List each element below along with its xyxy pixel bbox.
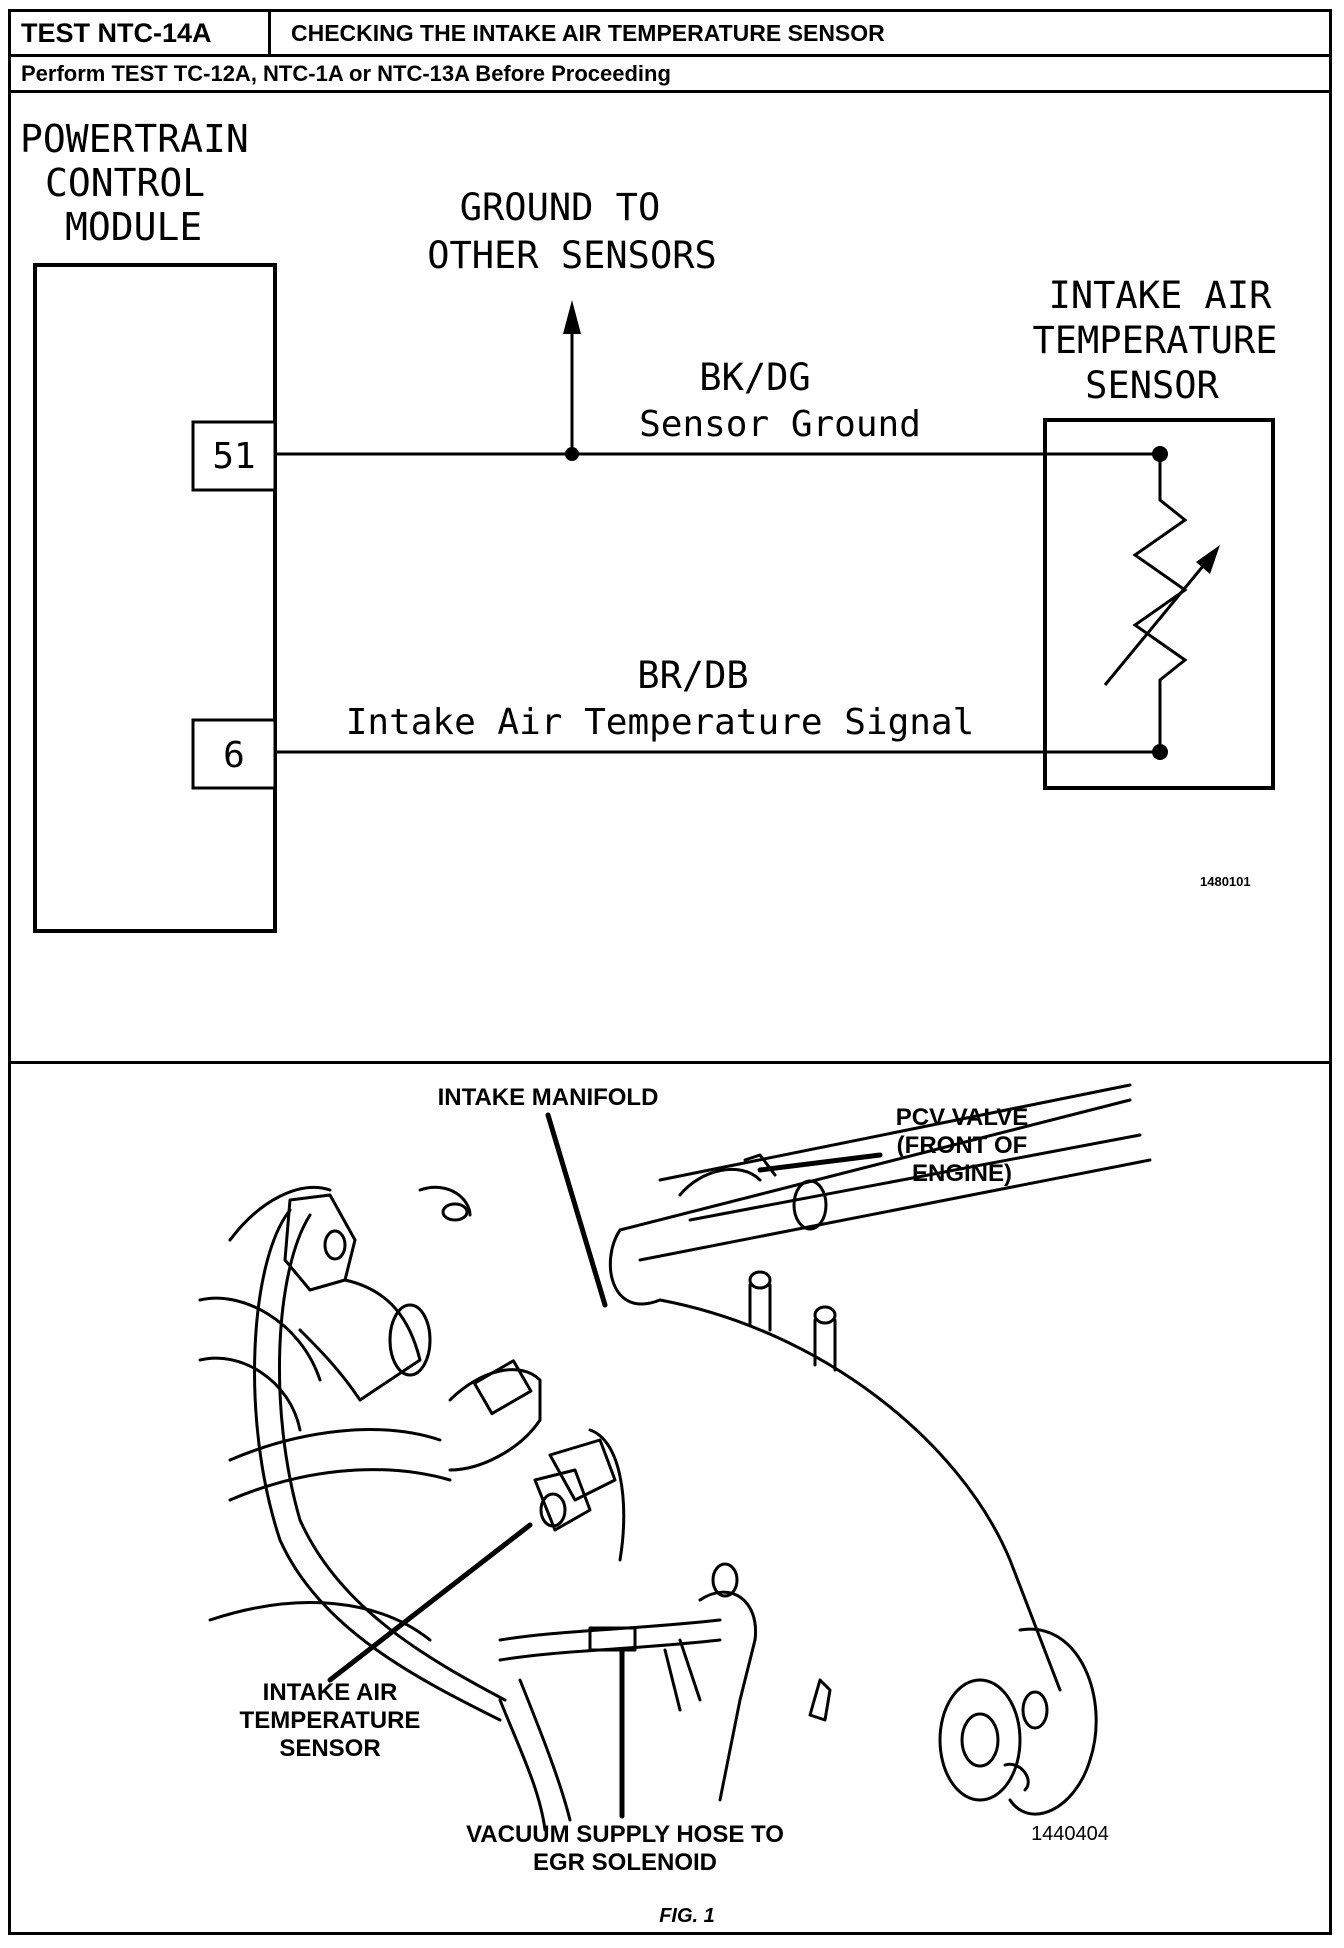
pcv-valve-label-line-3: ENGINE) [912,1160,1012,1187]
wire-top-name: Sensor Ground [639,404,921,445]
schematic: POWERTRAIN CONTROL MODULE 51 6 GROUND TO… [20,117,1278,933]
egr-connector [472,1359,533,1416]
vacuum-hose-upper [498,1618,722,1642]
section-divider [11,1061,1329,1064]
wire-bottom-name: Intake Air Temperature Signal [346,702,975,743]
vacuum-line-left [228,1428,452,1502]
pcm-label-line-3: MODULE [65,205,202,249]
manifold-body-outline [618,1098,1152,1692]
manifold-bolt-1 [748,1270,772,1290]
throttle-body-outline [1008,1627,1098,1816]
schematic-figure-code: 1480101 [1200,874,1251,889]
sensor-label-line-1: INTAKE AIR [1049,274,1272,317]
manifold-bolt-2 [813,1305,837,1325]
pcv-grommet [792,1179,828,1231]
coolant-port [388,1303,432,1377]
intake-manifold-leader [545,1112,608,1308]
heater-hose-inner [277,1213,507,1702]
iat-sensor-label-line-3: SENSOR [279,1735,380,1762]
ground-arrow-head [563,300,581,334]
wire-top-color: BK/DG [699,356,810,399]
egr-hose-elbow [663,1638,702,1712]
thermistor-arrow-head [1196,545,1220,574]
vacuum-hose-clamp [588,1626,637,1652]
upper-engine-contours [228,1185,472,1242]
pcm-box [33,263,277,933]
vacuum-hose-label-line-1: VACUUM SUPPLY HOSE TO [466,1821,784,1848]
manifold-front-edge [608,1228,662,1306]
throttle-bore-inner [960,1712,1000,1768]
sensor-label-line-3: SENSOR [1085,364,1219,407]
test-instruction: Perform TEST TC-12A, NTC-1A or NTC-13A B… [11,57,1329,93]
ground-label-line-1: GROUND TO [460,186,660,229]
figure-caption: FIG. 1 [659,1905,715,1927]
manifold-stud-lower [808,1678,832,1722]
iat-sensor-label-line-2: TEMPERATURE [240,1707,421,1734]
ground-label-line-2: OTHER SENSORS [427,234,717,277]
thermistor-variable-arrow [1103,559,1210,686]
pcv-valve-leader [757,1152,883,1173]
pcv-valve-label-line-2: (FRONT OF [897,1132,1028,1159]
manifold-boss-iat [588,1428,626,1562]
iat-sensor-label-line-1: INTAKE AIR [263,1679,398,1706]
test-id: TEST NTC-14A [11,12,271,54]
fitting-bolt [323,1229,347,1261]
pcm-label-line-1: POWERTRAIN [20,117,249,161]
engine-hose-left [198,1296,322,1432]
pin-51-box [191,420,277,492]
throttle-linkage [1021,1690,1049,1730]
illustration-labels: INTAKE MANIFOLD PCV VALVE (FRONT OF ENGI… [240,1084,1109,1927]
iat-sensor-connector-end [539,1492,567,1528]
pin-51-label: 51 [212,436,255,477]
wire-bottom-color: BR/DB [637,654,748,697]
pcv-valve-body [678,1167,762,1197]
pcm-label-line-2: CONTROL [45,161,205,205]
sensor-box [1043,418,1275,790]
egr-solenoid-port [711,1562,739,1598]
heater-hose-outer [253,1208,502,1722]
pcv-valve-label-line-1: PCV VALVE [896,1104,1028,1131]
sensor-label-line-2: TEMPERATURE [1032,319,1277,362]
iat-sensor-leader [327,1522,533,1683]
iat-sensor-hex [548,1438,617,1502]
harness-wires [498,1678,572,1832]
egr-solenoid-hose [698,1590,758,1802]
header-row: TEST NTC-14A CHECKING THE INTAKE AIR TEM… [11,12,1329,57]
pcv-tube [658,1083,1142,1222]
thermistor-resistor [1132,454,1188,752]
lower-hose [208,1601,432,1642]
egr-valve-fitting [448,1368,542,1472]
intake-manifold-label: INTAKE MANIFOLD [438,1084,659,1111]
vacuum-hose-label-line-2: EGR SOLENOID [533,1849,717,1876]
coolant-fitting [298,1278,422,1402]
manifold-studs [748,1283,837,1372]
throttle-lever [1003,1762,1030,1792]
throttle-bore [938,1678,1022,1802]
test-title: CHECKING THE INTAKE AIR TEMPERATURE SENS… [291,20,885,46]
engine-illustration [198,1083,1152,1832]
iat-sensor-body [533,1468,592,1532]
upper-bolt [441,1202,469,1222]
pin-6-box [191,718,277,790]
pin-6-label: 6 [223,735,245,776]
illustration-figure-code: 1440404 [1031,1823,1109,1845]
